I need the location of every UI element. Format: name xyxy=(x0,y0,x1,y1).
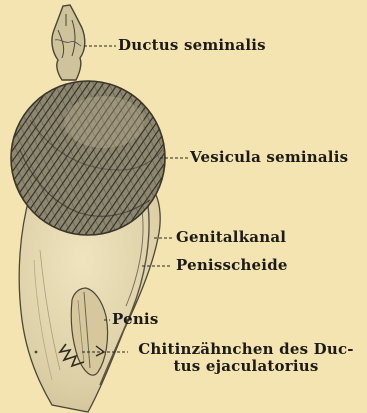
label-chitinzaehnchen-line1: Chitinzähnchen des Duc- xyxy=(130,341,362,358)
label-chitinzaehnchen-line2: tus ejaculatorius xyxy=(130,358,362,375)
label-penis: Penis xyxy=(112,311,158,328)
label-chitinzaehnchen: Chitinzähnchen des Duc- tus ejaculatoriu… xyxy=(130,341,362,375)
label-penisscheide: Penisscheide xyxy=(176,257,288,274)
label-vesicula-seminalis: Vesicula seminalis xyxy=(190,149,348,166)
label-genitalkanal: Genitalkanal xyxy=(176,229,286,246)
ductus-seminalis-drawing xyxy=(52,5,85,80)
vesicula-seminalis-drawing xyxy=(11,81,165,235)
label-ductus-seminalis: Ductus seminalis xyxy=(118,37,266,54)
